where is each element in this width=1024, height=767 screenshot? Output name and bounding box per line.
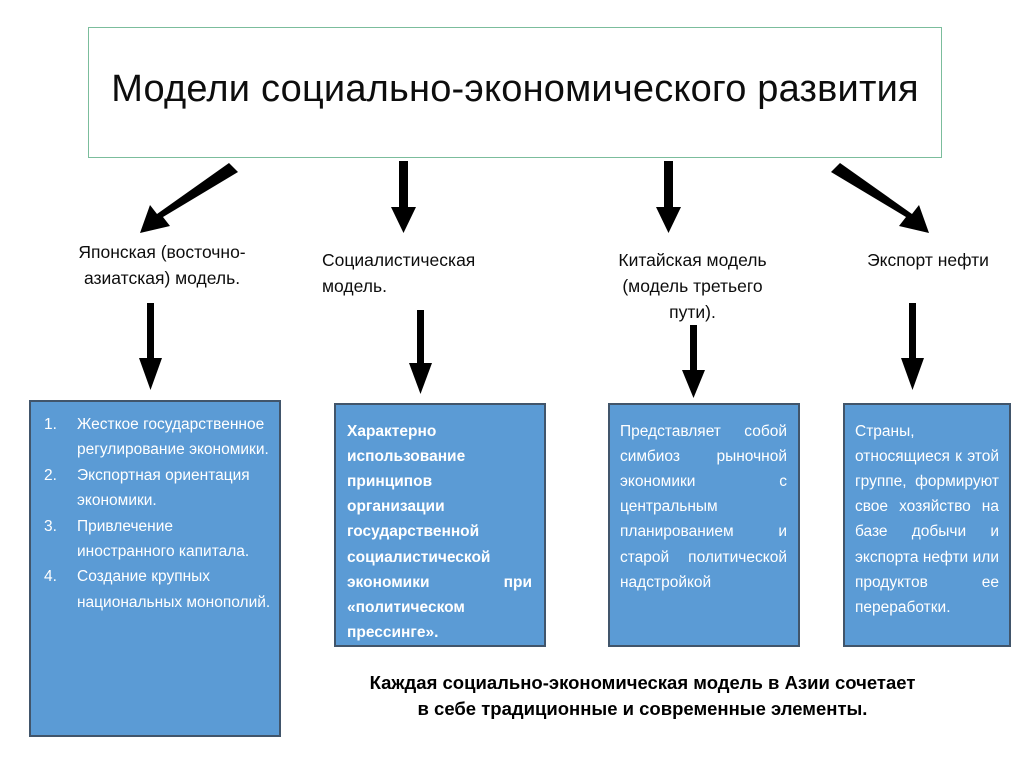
list-item: 2. Экспортная ориентация экономики. [35, 463, 271, 514]
content-box-socialist: Характерно использование принципов орган… [334, 403, 546, 647]
page-title: Модели социально-экономического развития [111, 68, 919, 111]
arrow-branch-2-to-box [682, 325, 705, 398]
list-item-number: 4. [44, 568, 57, 586]
arrow-title-to-branch-1 [391, 161, 416, 233]
branch-label-oil-export: Экспорт нефти [867, 250, 989, 270]
list-item-number: 3. [44, 517, 57, 535]
list-item-number: 1. [44, 416, 57, 433]
branch-label-socialist: Социалистическая модель. [322, 250, 476, 296]
arrow-branch-3-to-box [901, 303, 924, 390]
summary-caption: Каждая социально-экономическая модель в … [369, 672, 916, 720]
branch-label-japanese: Японская (восточно- азиатская) модель. [78, 242, 246, 288]
list-item: 1. Жесткое государственное регулирование… [35, 412, 271, 463]
list-item-text: Привлечение иностранного капитала. [77, 517, 250, 561]
arrow-branch-0-to-box [139, 303, 162, 390]
content-box-text: Характерно использование принципов орган… [347, 423, 532, 641]
list-item-text: Экспортная ориентация экономики. [77, 466, 250, 510]
content-box-chinese: Представляет собой симбиоз рыночной экон… [608, 403, 800, 647]
content-box-text: Страны, относящиеся к этой группе, форми… [855, 423, 999, 616]
content-box-oil-export: Страны, относящиеся к этой группе, форми… [843, 403, 1011, 647]
arrow-title-to-branch-0 [140, 163, 238, 233]
numbered-list: 1. Жесткое государственное регулирование… [35, 412, 271, 615]
list-item-text: Создание крупных национальных монополий. [77, 568, 271, 611]
content-box-japanese: 1. Жесткое государственное регулирование… [29, 400, 281, 737]
list-item-number: 2. [44, 466, 57, 484]
list-item: 4. Создание крупных национальных монопол… [35, 564, 271, 615]
arrow-branch-1-to-box [409, 310, 432, 394]
arrow-title-to-branch-2 [656, 161, 681, 233]
title-box: Модели социально-экономического развития [88, 27, 942, 158]
list-item: 3. Привлечение иностранного капитала. [35, 514, 271, 565]
list-item-text: Жесткое государственное регулирование эк… [77, 416, 269, 459]
arrow-title-to-branch-3 [831, 163, 929, 233]
branch-label-chinese: Китайская модель (модель третьего пути). [618, 250, 767, 322]
content-box-text: Представляет собой симбиоз рыночной экон… [620, 423, 787, 591]
